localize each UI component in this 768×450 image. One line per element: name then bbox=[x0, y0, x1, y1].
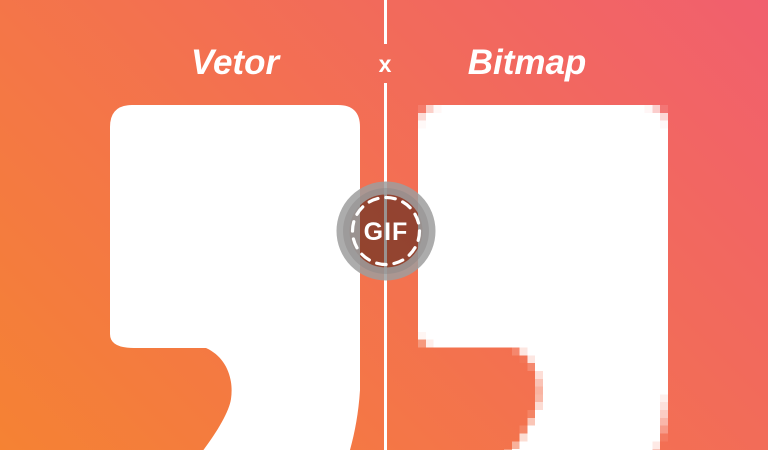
versus-separator: x bbox=[378, 51, 392, 77]
gif-badge: GIF bbox=[336, 181, 436, 281]
right-panel-title: Bitmap bbox=[467, 43, 587, 82]
divider-line-top bbox=[383, 0, 387, 44]
vector-quote-shape bbox=[110, 105, 360, 450]
quote-mark-smooth bbox=[110, 105, 360, 450]
divider-line-bottom bbox=[383, 83, 387, 450]
bitmap-quote-shape bbox=[418, 105, 668, 450]
left-panel-title: Vetor bbox=[190, 43, 280, 82]
badge-dashed-ring-icon bbox=[350, 195, 422, 267]
badge-overlay-circle bbox=[336, 181, 436, 281]
badge-label: GIF bbox=[364, 218, 409, 246]
